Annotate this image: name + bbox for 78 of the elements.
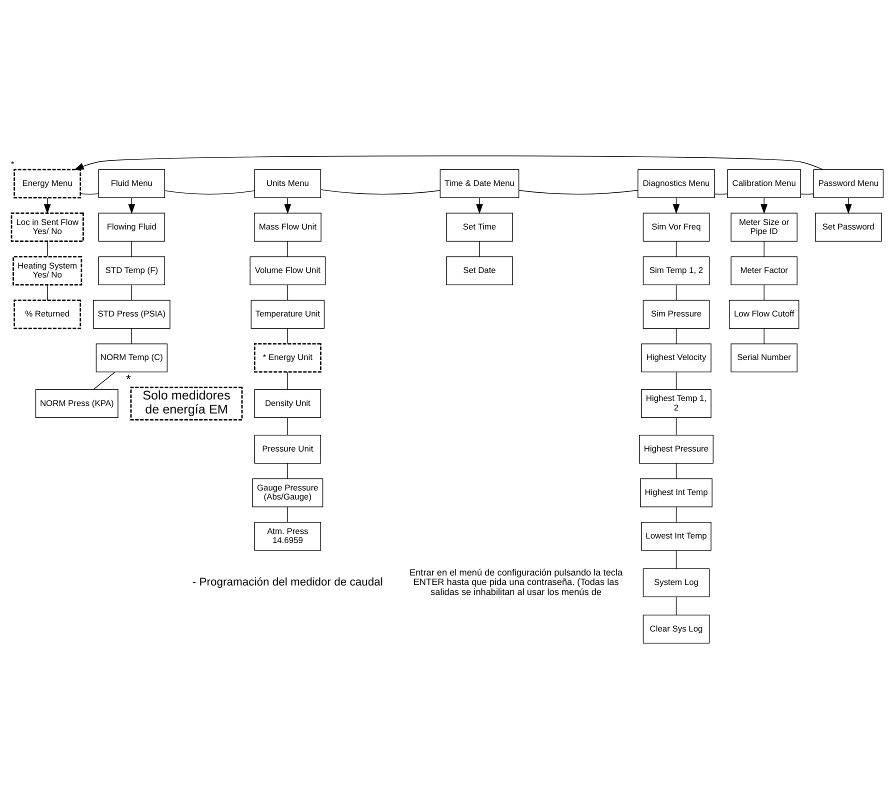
node-box: Density Unit xyxy=(254,388,322,418)
node-label: * xyxy=(126,372,131,386)
node-box: Loc in Sent Flow Yes/ No xyxy=(10,212,84,242)
connector xyxy=(676,371,677,390)
node-box: Password Menu xyxy=(813,168,884,198)
node-box: Highest Int Temp xyxy=(640,478,712,507)
connector xyxy=(518,189,638,194)
node-box: Highest Pressure xyxy=(639,434,714,464)
node-box: Diagnostics Menu xyxy=(638,168,715,198)
connector xyxy=(676,462,677,478)
node-box: NORM Temp (C) xyxy=(96,343,168,372)
connector xyxy=(676,240,677,256)
arrow xyxy=(844,197,852,214)
connector xyxy=(80,192,99,194)
node-box: Pressure Unit xyxy=(254,434,322,464)
connector xyxy=(93,371,116,390)
node-box: Heating System Yes/ No xyxy=(12,256,82,286)
connector xyxy=(320,188,440,194)
connector xyxy=(131,240,132,256)
node-box: STD Temp (F) xyxy=(98,256,166,285)
node-box: Low Flow Cutoff xyxy=(728,299,800,328)
node-box: Fluid Menu xyxy=(98,168,166,198)
connector xyxy=(287,371,288,390)
connector xyxy=(47,240,48,256)
node-box: Gauge Pressure (Abs/Gauge) xyxy=(252,478,324,507)
connector xyxy=(676,328,677,344)
connector xyxy=(479,240,480,256)
label: Entrar en el menú de configuración pulsando la tecla ENTER hasta que pida una contraseña. (Todas las salidas se inhabilitan al usar los menús de xyxy=(410,566,623,596)
node-box: Units Menu xyxy=(254,168,322,198)
node-box: * Energy Unit xyxy=(254,342,322,372)
connector xyxy=(287,240,288,256)
arrow xyxy=(74,154,824,170)
connector xyxy=(287,328,288,344)
connector xyxy=(287,462,288,478)
node-box: STD Press (PSIA) xyxy=(93,299,170,328)
connector xyxy=(287,284,288,300)
node-box: Calibration Menu xyxy=(727,168,801,198)
node-box: Meter Size or Pipe ID xyxy=(730,212,798,242)
node-box: Lowest Int Temp xyxy=(641,521,712,550)
node-box: NORM Press (KPA) xyxy=(35,388,118,418)
node-box: Sim Temp 1, 2 xyxy=(642,256,710,285)
connector xyxy=(47,284,48,300)
connector xyxy=(676,416,677,435)
connector xyxy=(676,506,677,522)
node-box: Time & Date Menu xyxy=(440,168,520,198)
connector xyxy=(287,416,288,435)
node-box: Solo medidores de energía EM xyxy=(130,386,243,420)
node-box: Set Time xyxy=(446,212,513,242)
node-box: Sim Pressure xyxy=(642,299,710,328)
node-box: Serial Number xyxy=(730,343,798,372)
connector xyxy=(131,284,132,300)
node-box: Temperature Unit xyxy=(250,299,325,328)
connector xyxy=(676,596,677,615)
node-box: Meter Factor xyxy=(730,256,798,285)
connector xyxy=(676,284,677,300)
arrow xyxy=(476,197,483,214)
node-box: Atm. Press 14.6959 xyxy=(254,521,322,550)
node-box: Highest Temp 1, 2 xyxy=(641,388,712,418)
node-box: Highest Velocity xyxy=(641,343,712,372)
node-box: Set Date xyxy=(446,256,513,285)
node-box: Sim Vor Freq xyxy=(642,212,710,242)
node-box: % Returned xyxy=(14,299,82,329)
node-box: Volume Flow Unit xyxy=(250,256,326,285)
node-box: Energy Menu xyxy=(14,168,82,198)
connector xyxy=(676,550,677,568)
connector xyxy=(131,328,132,344)
node-label: * xyxy=(10,158,14,169)
node-box: Flowing Fluid xyxy=(98,212,166,242)
node-box: Clear Sys Log xyxy=(642,614,710,644)
connector xyxy=(800,193,814,194)
arrow xyxy=(760,197,768,214)
connector xyxy=(287,506,288,522)
node-box: Set Password xyxy=(815,212,882,242)
node-box: Mass Flow Unit xyxy=(254,212,322,242)
label: - Programación del medidor de caudal xyxy=(192,576,383,588)
node-box: System Log xyxy=(642,568,710,597)
connector xyxy=(714,193,728,194)
connector xyxy=(164,190,255,194)
